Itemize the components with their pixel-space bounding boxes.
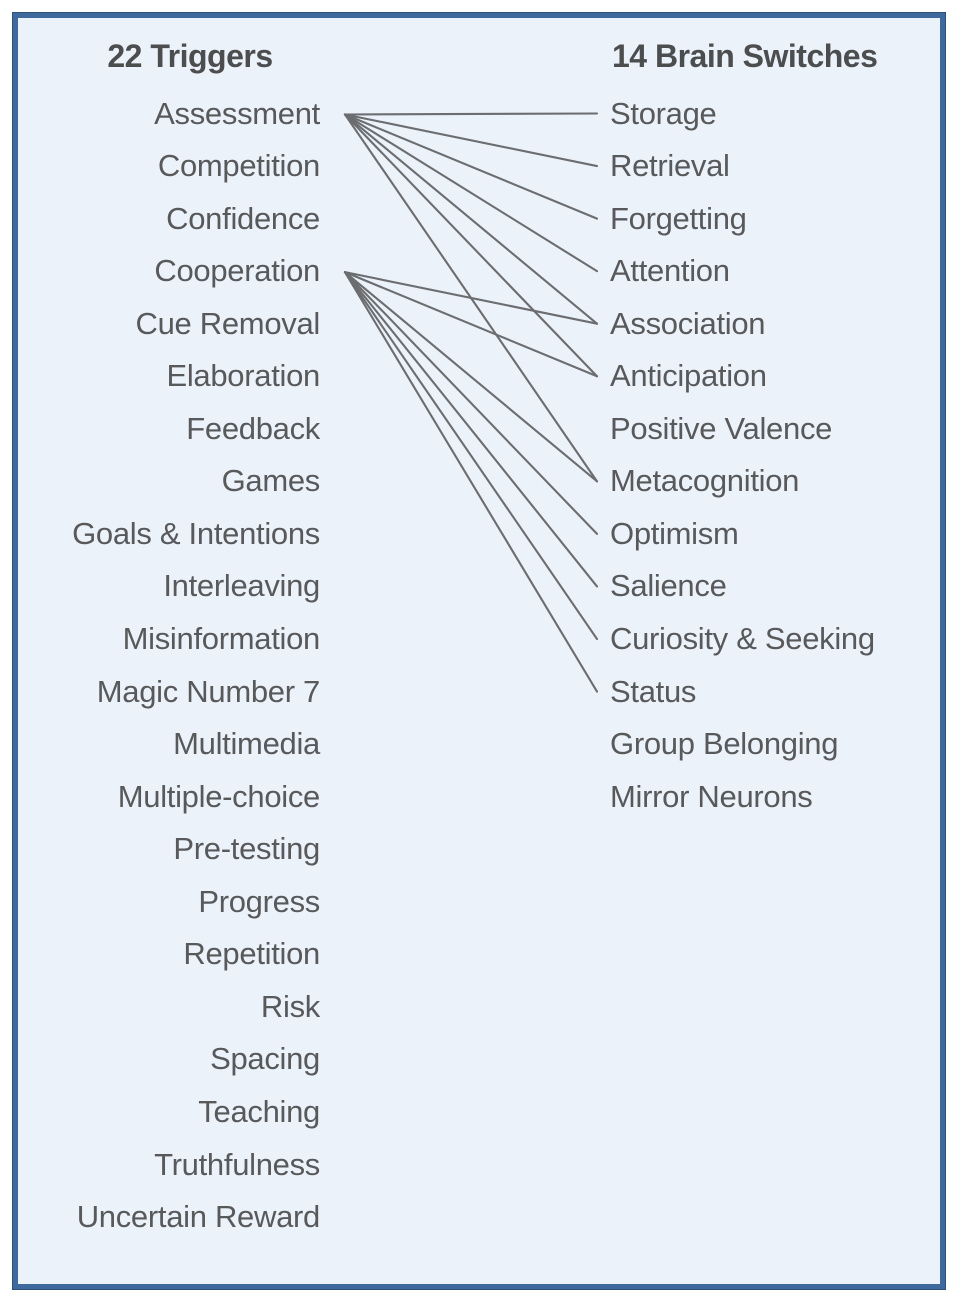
- trigger-item: Truthfulness: [154, 1146, 320, 1182]
- trigger-item: Risk: [260, 988, 320, 1024]
- trigger-item: Competition: [157, 148, 320, 184]
- switch-item: Anticipation: [610, 358, 767, 394]
- switch-item: Metacognition: [610, 463, 800, 499]
- trigger-item: Confidence: [166, 200, 320, 236]
- switch-item: Attention: [610, 253, 730, 289]
- trigger-item: Feedback: [186, 410, 320, 446]
- switch-item: Mirror Neurons: [610, 778, 813, 814]
- trigger-item: Elaboration: [166, 358, 320, 394]
- trigger-item: Games: [221, 463, 321, 499]
- trigger-item: Cue Removal: [135, 305, 320, 341]
- switch-item: Salience: [610, 568, 727, 604]
- trigger-item: Spacing: [210, 1041, 320, 1077]
- switch-item: Optimism: [610, 515, 739, 551]
- trigger-item: Pre-testing: [173, 831, 320, 867]
- switch-item: Group Belonging: [610, 726, 839, 762]
- switch-item: Association: [610, 305, 766, 341]
- trigger-item: Goals & Intentions: [72, 515, 320, 551]
- switch-item: Positive Valence: [610, 410, 833, 446]
- trigger-item: Cooperation: [154, 253, 320, 289]
- switch-item: Curiosity & Seeking: [610, 621, 875, 656]
- triggers-header: 22 Triggers: [107, 38, 273, 74]
- trigger-item: Misinformation: [122, 621, 321, 656]
- switch-item: Forgetting: [610, 200, 747, 236]
- switch-item: Status: [610, 673, 697, 709]
- switch-item: Storage: [610, 95, 717, 131]
- trigger-item: Assessment: [154, 95, 320, 131]
- trigger-item: Magic Number 7: [96, 673, 321, 709]
- brain-switches-header: 14 Brain Switches: [612, 38, 878, 74]
- trigger-item: Uncertain Reward: [76, 1199, 321, 1235]
- switch-item: Retrieval: [610, 148, 730, 184]
- trigger-item: Interleaving: [163, 568, 320, 604]
- trigger-item: Multimedia: [173, 726, 320, 762]
- trigger-item: Teaching: [198, 1093, 320, 1129]
- trigger-item: Multiple-choice: [117, 778, 321, 814]
- trigger-item: Progress: [198, 883, 320, 919]
- trigger-item: Repetition: [183, 936, 320, 972]
